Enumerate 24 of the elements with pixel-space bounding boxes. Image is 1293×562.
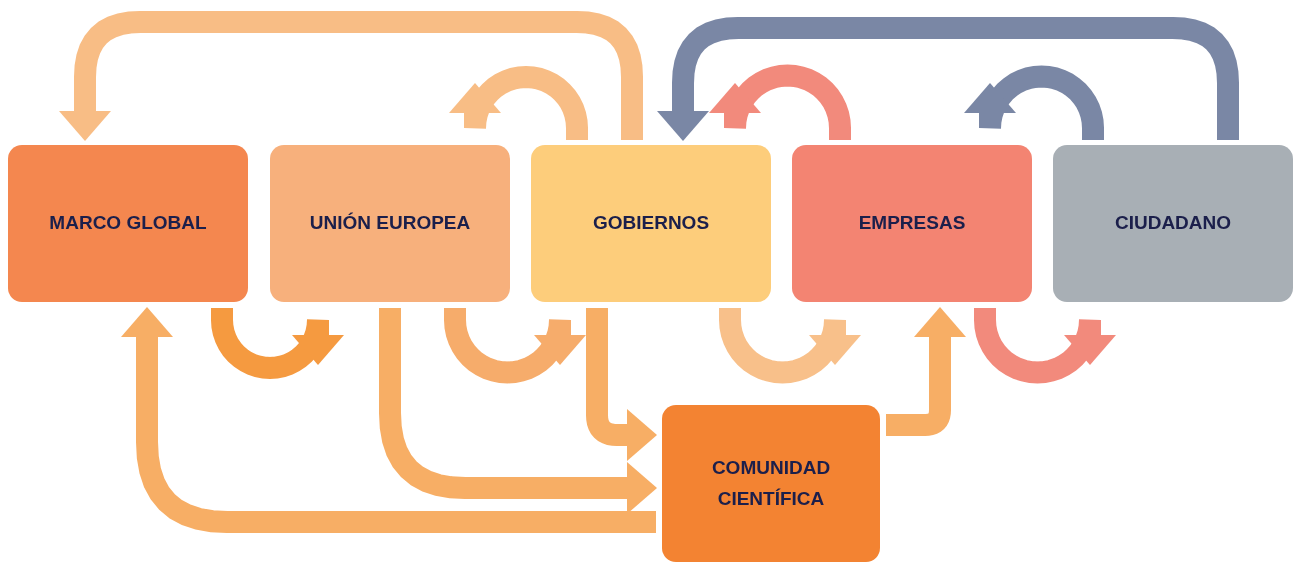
box-label: UNIÓN EUROPEA xyxy=(309,211,471,236)
process-box xyxy=(1053,145,1293,302)
arrow xyxy=(444,308,586,384)
process-box xyxy=(662,405,880,562)
process-box xyxy=(531,145,771,302)
arrow xyxy=(121,307,656,533)
box-label: MARCO GLOBAL xyxy=(49,211,207,236)
arrow xyxy=(709,64,851,140)
arrow xyxy=(719,308,861,384)
arrow xyxy=(211,308,344,380)
process-box xyxy=(270,145,510,302)
box-label: EMPRESAS xyxy=(858,211,966,236)
arrow xyxy=(586,308,657,461)
arrow xyxy=(886,307,966,436)
arrow xyxy=(974,308,1116,384)
arrow xyxy=(449,65,588,140)
arrow xyxy=(964,65,1104,140)
box-label: CIUDADANO xyxy=(1114,211,1232,236)
arrow xyxy=(657,17,1239,141)
arrow xyxy=(379,308,657,514)
box-label: GOBIERNOS xyxy=(592,211,710,236)
process-box xyxy=(8,145,248,302)
process-box xyxy=(792,145,1032,302)
box-label: COMUNIDAD CIENTÍFICA xyxy=(710,456,832,511)
